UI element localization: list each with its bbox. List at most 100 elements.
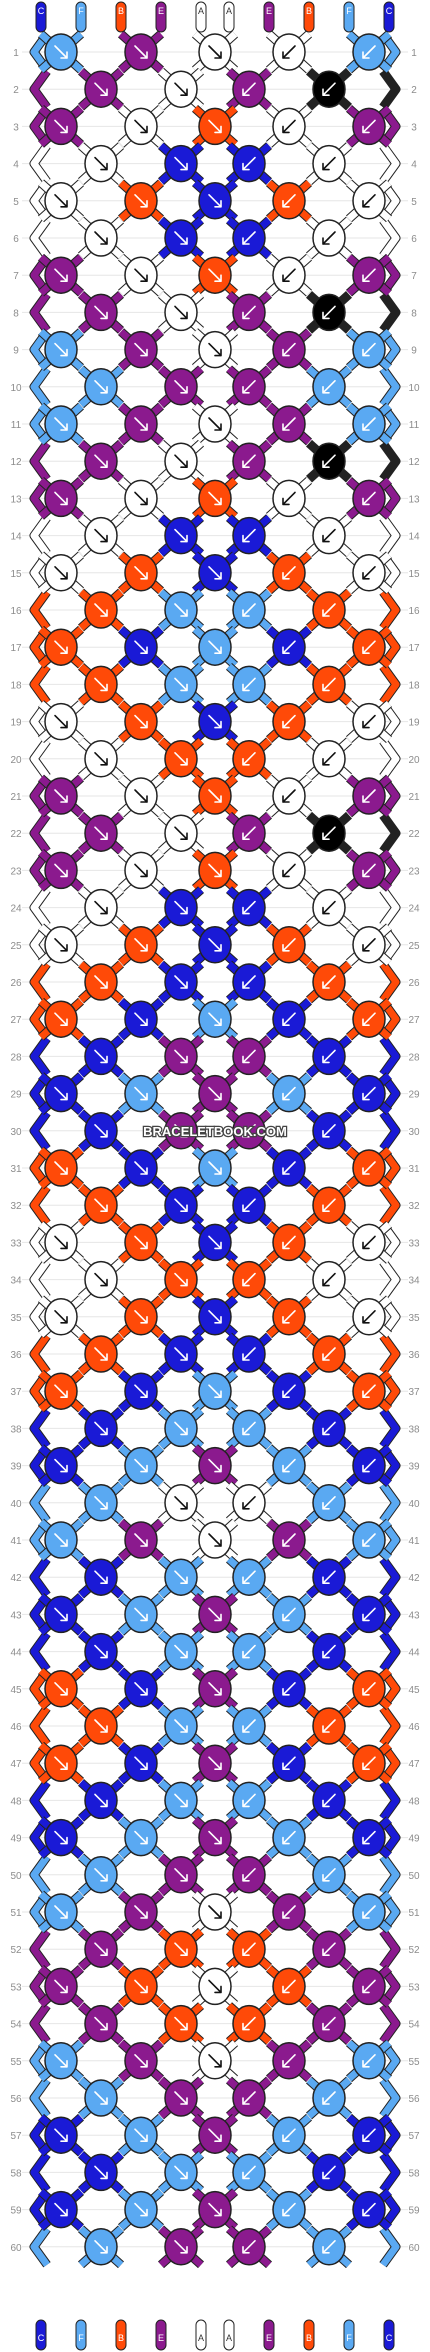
knot-arrow-icon bbox=[174, 380, 188, 394]
row-number-right: 41 bbox=[408, 1536, 420, 1547]
knot-arrow-icon bbox=[242, 454, 256, 468]
knot bbox=[352, 1521, 386, 1559]
knot-arrow-icon bbox=[362, 1682, 376, 1696]
knot bbox=[232, 1335, 266, 1373]
knot-arrow-icon bbox=[54, 1905, 68, 1919]
knot-arrow-icon bbox=[282, 1086, 296, 1101]
edge-strand bbox=[30, 738, 50, 779]
knot bbox=[352, 1893, 386, 1931]
edge-strand bbox=[30, 1557, 50, 1598]
knot bbox=[44, 405, 78, 443]
knot-arrow-icon bbox=[54, 1161, 68, 1175]
row-number-left: 28 bbox=[10, 1052, 22, 1063]
knot bbox=[272, 1818, 306, 1857]
row-number-left: 58 bbox=[10, 2168, 22, 2179]
top-strand-pill bbox=[343, 1, 355, 33]
edge-strand bbox=[30, 813, 50, 854]
knot-arrow-icon bbox=[242, 82, 256, 96]
row-number-right: 15 bbox=[408, 569, 420, 580]
row-number-left: 27 bbox=[10, 1015, 22, 1026]
knot-arrow-icon bbox=[208, 1682, 222, 1696]
knot-arrow-icon bbox=[362, 1235, 376, 1250]
knot-arrow-icon bbox=[94, 231, 108, 245]
knot-arrow-icon bbox=[94, 752, 108, 766]
knot bbox=[232, 1260, 266, 1299]
row-number-left: 9 bbox=[13, 346, 19, 357]
knot-arrow-icon bbox=[362, 1979, 376, 1994]
knot bbox=[124, 182, 158, 220]
edge-strand bbox=[380, 589, 400, 631]
bottom-strand-letter: F bbox=[78, 2333, 84, 2343]
knot-arrow-icon bbox=[134, 1607, 148, 1622]
top-strand-pill bbox=[383, 1, 395, 33]
knot bbox=[44, 1372, 78, 1410]
top-strand-letter: E bbox=[158, 6, 164, 16]
bottom-strand-letter: F bbox=[346, 2333, 352, 2343]
knot-arrow-icon bbox=[362, 566, 376, 580]
knot bbox=[84, 1335, 118, 1373]
knot-arrow-icon bbox=[282, 1235, 296, 1250]
knot bbox=[198, 1223, 232, 1262]
knot-arrow-icon bbox=[242, 1942, 256, 1956]
knot-arrow-icon bbox=[94, 528, 108, 543]
knot-arrow-icon bbox=[322, 1421, 336, 1436]
knot-arrow-icon bbox=[208, 1458, 222, 1473]
knot bbox=[164, 144, 198, 183]
knot bbox=[312, 293, 346, 332]
knot bbox=[272, 1744, 306, 1782]
knot bbox=[312, 1632, 346, 1671]
knot bbox=[352, 1298, 386, 1336]
row-number-right: 29 bbox=[408, 1090, 420, 1101]
knot bbox=[44, 1670, 78, 1708]
knot bbox=[44, 1298, 78, 1336]
knot bbox=[198, 479, 232, 518]
knot-arrow-icon bbox=[174, 1198, 188, 1212]
knot-arrow-icon bbox=[282, 2128, 296, 2142]
knot-arrow-icon bbox=[282, 1830, 296, 1845]
edge-strand bbox=[380, 887, 400, 928]
row-number-right: 42 bbox=[408, 1573, 420, 1584]
row-number-left: 55 bbox=[10, 2057, 22, 2068]
knot bbox=[312, 1781, 346, 1820]
row-number-right: 3 bbox=[411, 122, 417, 133]
knot bbox=[164, 1558, 198, 1596]
knot bbox=[352, 777, 386, 815]
knot-arrow-icon bbox=[362, 2202, 376, 2217]
knot bbox=[164, 963, 198, 1001]
knot-arrow-icon bbox=[94, 1347, 108, 1361]
knot bbox=[164, 1037, 198, 1076]
knot bbox=[44, 1893, 78, 1931]
knot-arrow-icon bbox=[362, 1458, 376, 1473]
knot bbox=[84, 70, 118, 108]
knot-arrow-icon bbox=[322, 1570, 336, 1584]
edge-strand-outline bbox=[379, 291, 401, 334]
knot bbox=[124, 554, 158, 592]
knot-arrow-icon bbox=[174, 1421, 188, 1436]
knot bbox=[272, 1000, 306, 1038]
row-number-left: 8 bbox=[13, 308, 19, 319]
knot-arrow-icon bbox=[174, 2240, 188, 2254]
knot bbox=[84, 1856, 118, 1894]
knot bbox=[272, 926, 306, 964]
edge-strand bbox=[380, 2226, 400, 2267]
knot bbox=[352, 926, 386, 964]
knot bbox=[232, 665, 266, 704]
row-number-left: 10 bbox=[10, 383, 22, 394]
knot bbox=[84, 591, 118, 629]
knot-arrow-icon bbox=[54, 268, 68, 282]
knot bbox=[84, 665, 118, 704]
knot bbox=[164, 1335, 198, 1373]
row-number-left: 34 bbox=[10, 1276, 22, 1287]
row-number-left: 50 bbox=[10, 1871, 22, 1882]
row-number-left: 51 bbox=[10, 1908, 22, 1919]
row-number-right: 10 bbox=[408, 383, 420, 394]
knot bbox=[84, 516, 118, 555]
knot bbox=[352, 1149, 386, 1187]
knot-arrow-icon bbox=[134, 45, 148, 59]
row-number-left: 53 bbox=[10, 1982, 22, 1993]
knot bbox=[124, 2190, 158, 2229]
knot-arrow-icon bbox=[134, 417, 148, 431]
knot bbox=[44, 1595, 78, 1634]
knot bbox=[198, 405, 232, 443]
